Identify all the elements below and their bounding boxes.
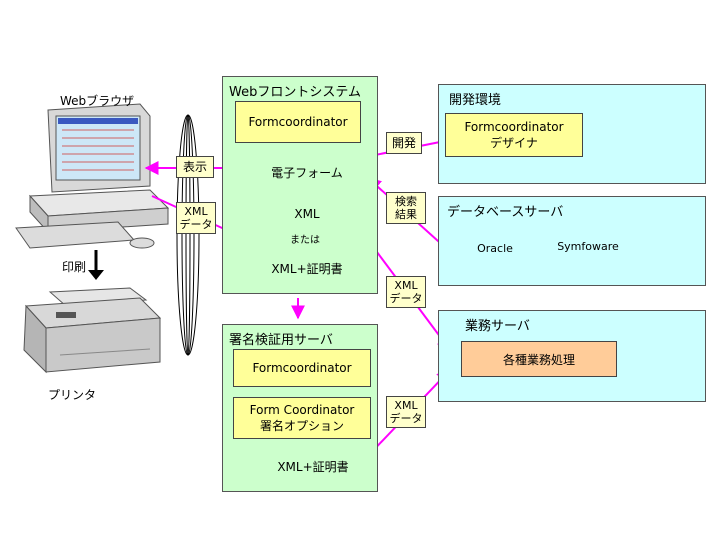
designer-line1: Formcoordinator	[464, 120, 564, 134]
dev-env-title: 開発環境	[449, 93, 502, 108]
print-label: 印刷	[62, 260, 87, 274]
biz-server-panel: 業務サーバ 各種業務処理	[438, 310, 706, 402]
xml-data-tag-1: XML データ	[176, 202, 216, 234]
search-tag-line1: 検索	[395, 195, 417, 208]
sig-option-line2: 署名オプション	[259, 419, 344, 433]
xml-data-tag-3-line1: XML	[394, 399, 418, 412]
xml-data-tag-3: XML データ	[386, 396, 426, 428]
browser-label: Webブラウザ	[60, 94, 135, 108]
biz-process-box: 各種業務処理	[461, 341, 617, 377]
web-front-panel: Webフロントシステム Formcoordinator	[222, 76, 378, 294]
sig-option-line1: Form Coordinator	[249, 403, 355, 417]
designer-box: Formcoordinator デザイナ	[445, 113, 583, 157]
sig-server-title: 署名検証用サーバ	[229, 333, 333, 348]
sig-option-box: Form Coordinator 署名オプション	[233, 397, 371, 439]
or-label: または	[290, 235, 320, 246]
sig-xml-cert-label: XML+証明書	[277, 459, 349, 474]
develop-tag-text: 開発	[391, 135, 416, 150]
sig-server-panel: 署名検証用サーバ Formcoordinator Form Coordinato…	[222, 324, 378, 492]
e-form-label: 電子フォーム	[271, 165, 343, 180]
xml-data-tag-2-line1: XML	[394, 279, 418, 292]
symfoware-label: Symfoware	[557, 239, 619, 253]
display-tag-text: 表示	[182, 159, 207, 174]
oracle-label: Oracle	[477, 241, 513, 255]
xml-data-tag-2-line2: データ	[389, 292, 423, 305]
search-result-tag: 検索 結果	[386, 192, 426, 224]
dev-env-panel: 開発環境 Formcoordinator デザイナ	[438, 84, 706, 184]
designer-line2: デザイナ	[490, 136, 538, 150]
sig-formcoordinator-box: Formcoordinator	[233, 349, 371, 387]
xml-cert-label: XML+証明書	[271, 261, 343, 276]
xml-data-tag-1-line2: データ	[179, 218, 213, 231]
xml-data-tag-3-line2: データ	[389, 412, 423, 425]
printer-label: プリンタ	[48, 388, 97, 402]
xml-data-tag-2: XML データ	[386, 276, 426, 308]
xml-data-tag-1-line1: XML	[184, 205, 208, 218]
db-server-title: データベースサーバ	[447, 205, 564, 220]
web-formcoordinator-box: Formcoordinator	[235, 101, 361, 143]
firewall-icon	[176, 114, 200, 356]
printer-icon	[23, 287, 162, 374]
biz-server-title: 業務サーバ	[465, 319, 530, 334]
display-tag: 表示	[176, 156, 214, 178]
db-server-panel: データベースサーバ	[438, 196, 706, 286]
web-front-title: Webフロントシステム	[229, 85, 361, 100]
develop-tag: 開発	[386, 132, 422, 154]
computer-icon	[15, 103, 170, 249]
xml-label: XML	[294, 207, 320, 221]
search-tag-line2: 結果	[395, 208, 417, 221]
